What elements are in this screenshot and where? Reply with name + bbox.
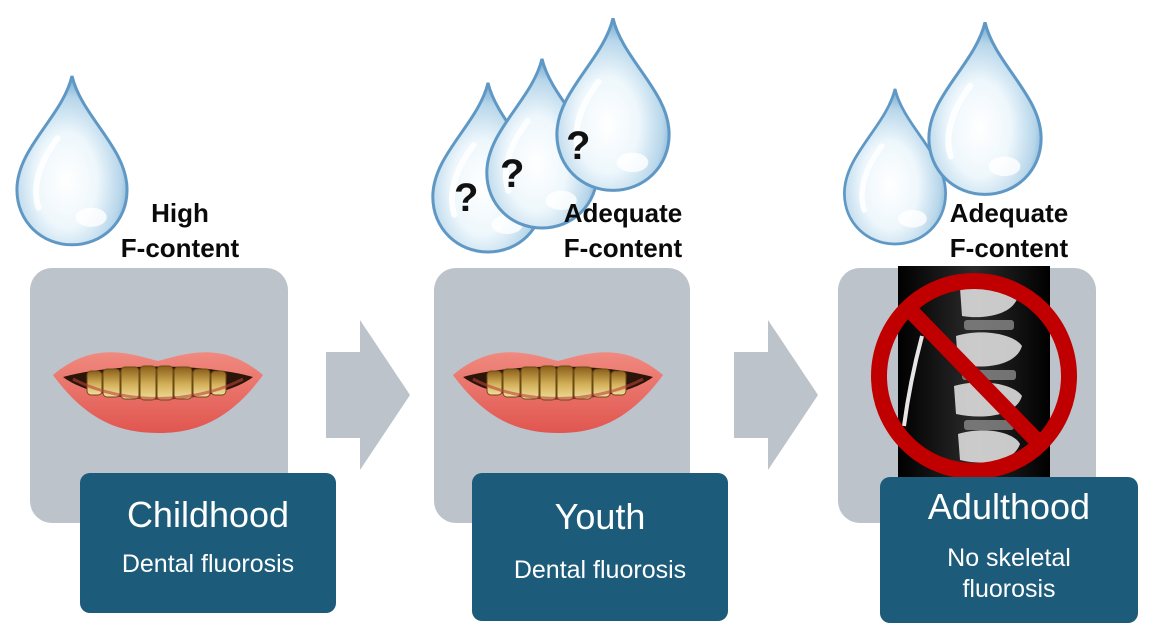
water-drop-question-icon: ? [482,54,602,234]
stage-title: Youth [554,496,646,537]
fluoride-content-text: F-content [563,233,683,263]
water-drop-question-icon: ? [552,14,674,196]
stage-label-adulthood: Adulthood No skeletal fluorosis [880,477,1138,623]
fluoride-content-label: Adequate F-content [934,196,1084,266]
progression-arrow-1 [326,320,410,470]
stage-description: Dental fluorosis [513,555,687,584]
stage-title: Adulthood [927,486,1091,527]
stage-description: No skeletal fluorosis [947,543,1071,603]
fluoride-content-label: High F-content [110,196,250,266]
question-mark: ? [566,124,591,168]
mouth-teeth-icon [51,345,265,435]
stage-description: Dental fluorosis [121,549,295,578]
water-drop-icon [924,20,1046,198]
fluoride-content-label: Adequate F-content [548,196,698,266]
fluoride-level-text: Adequate [949,198,1069,228]
question-mark: ? [500,152,525,196]
water-drop-question-icon: ? [428,76,548,260]
fluoride-content-text: F-content [120,233,240,263]
spine-xray-prohibited-icon [864,266,1084,488]
fluoride-level-text: Adequate [563,198,683,228]
stage-label-youth: Youth Dental fluorosis [472,473,728,621]
mouth-teeth-icon [451,345,665,435]
stage-title: Childhood [126,494,290,535]
fluoride-content-text: F-content [949,233,1069,263]
fluoride-level-text: High [151,198,209,228]
question-mark: ? [454,176,479,220]
stage-label-childhood: Childhood Dental fluorosis [80,473,336,613]
progression-arrow-2 [734,320,818,470]
